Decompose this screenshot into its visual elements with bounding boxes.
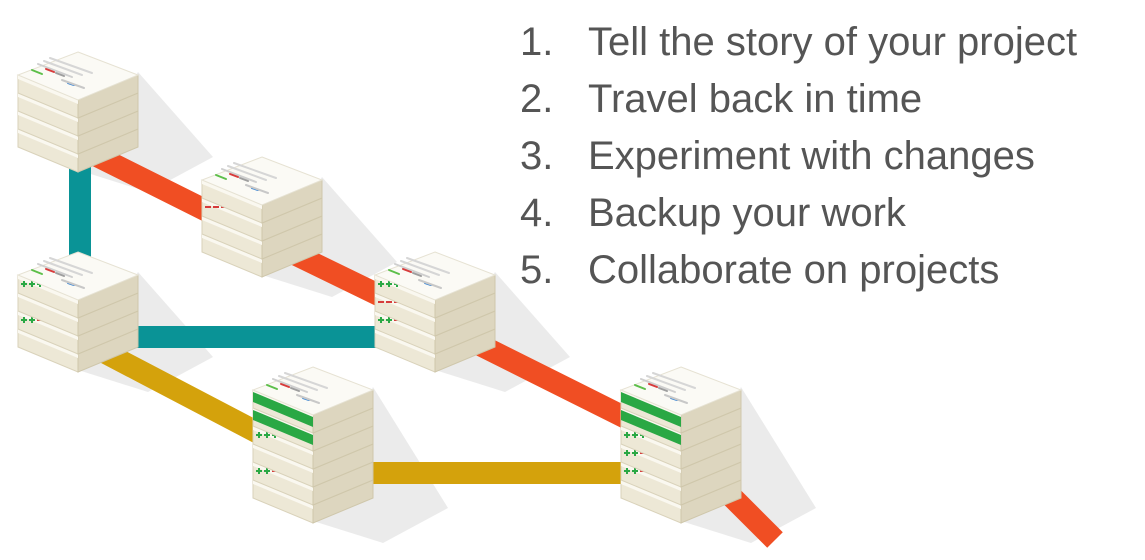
list-number: 3.	[520, 134, 554, 178]
list-number: 2.	[520, 77, 554, 121]
list-item: 2. Travel back in time	[520, 71, 1077, 128]
benefit-list: 1. Tell the story of your project 2. Trave…	[520, 14, 1077, 299]
list-number: 5.	[520, 248, 554, 292]
list-text: Tell the story of your project	[588, 20, 1078, 64]
list-text: Collaborate on projects	[588, 248, 1000, 292]
list-item: 1. Tell the story of your project	[520, 14, 1077, 71]
list-text: Experiment with changes	[588, 134, 1035, 178]
commit-stack	[252, 366, 374, 524]
list-text: Travel back in time	[588, 77, 923, 121]
commit-stack	[17, 51, 139, 173]
commit-stack	[17, 251, 139, 373]
list-number: 4.	[520, 191, 554, 235]
list-number: 1.	[520, 20, 554, 64]
list-item: 4. Backup your work	[520, 185, 1077, 242]
commit-stack	[620, 366, 742, 524]
commit-stacks	[17, 51, 742, 524]
list-text: Backup your work	[588, 191, 906, 235]
commit-stack	[201, 156, 323, 278]
commit-stack	[374, 251, 496, 373]
commit-shadow	[262, 177, 397, 297]
list-item: 5. Collaborate on projects	[520, 242, 1077, 299]
list-item: 3. Experiment with changes	[520, 128, 1077, 185]
